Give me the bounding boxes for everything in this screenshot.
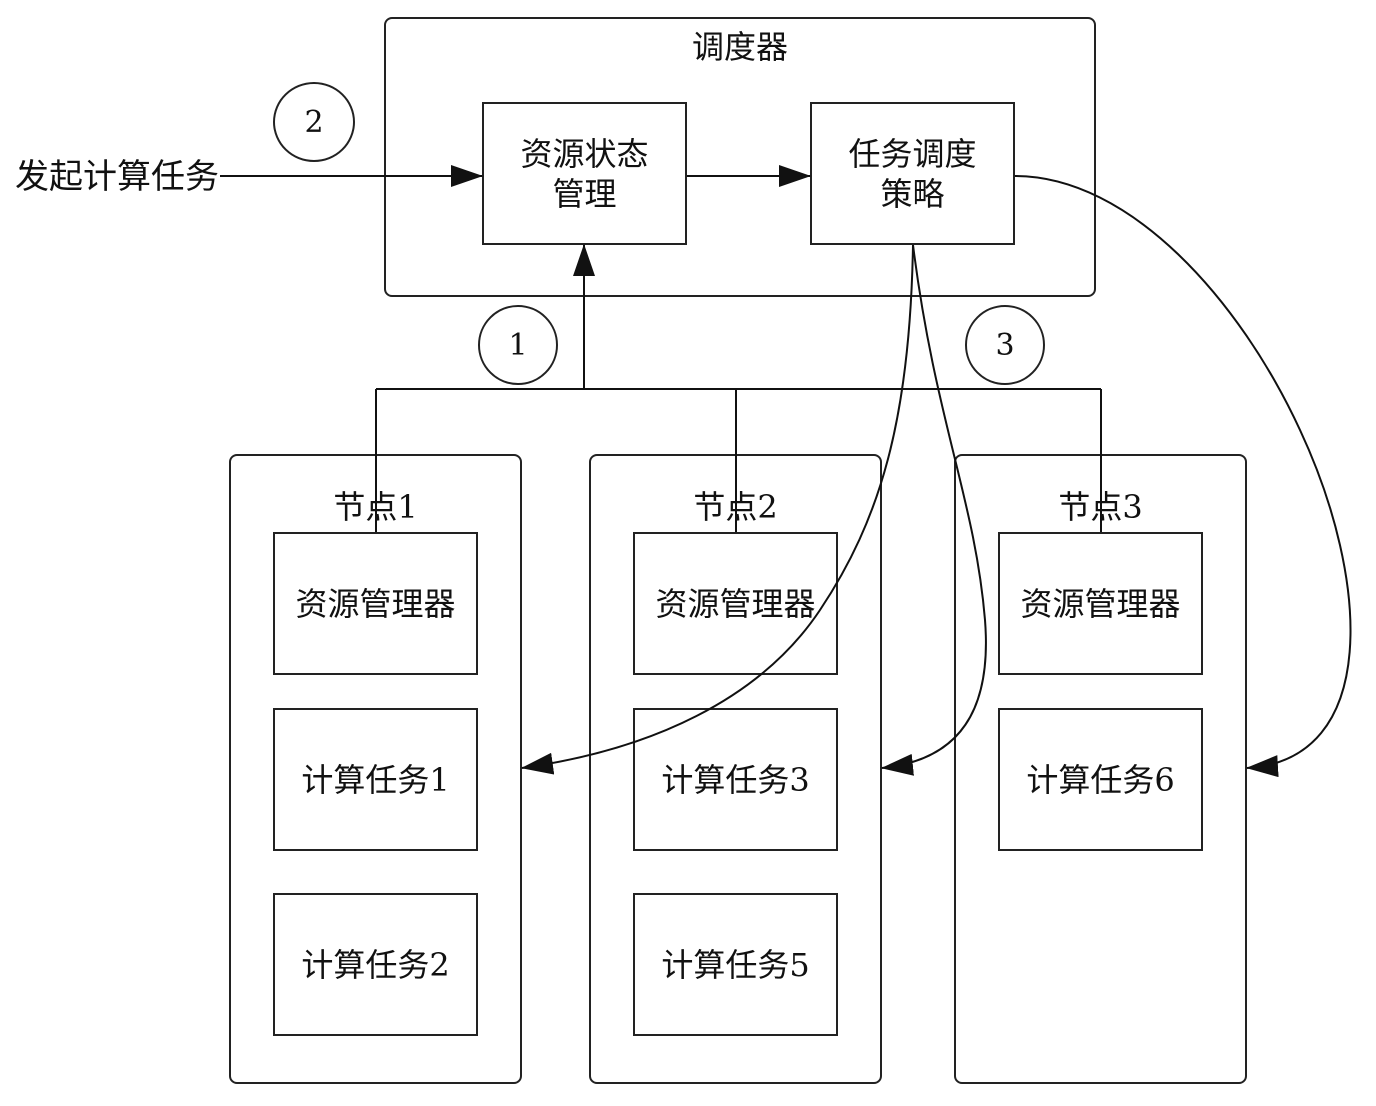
dispatch-curve-node-3 — [1014, 175, 1352, 778]
node-3-resource-manager: 资源管理器 — [998, 532, 1203, 675]
scheduler-container — [384, 17, 1096, 297]
node-2-task-2: 计算任务5 — [633, 893, 838, 1036]
dispatch-curve-node-2 — [881, 244, 987, 776]
dispatch-curve-node-1 — [521, 244, 914, 775]
node-3-task-1: 计算任务6 — [998, 708, 1203, 851]
node-1-resource-manager: 资源管理器 — [273, 532, 478, 675]
input-label: 发起计算任务 — [15, 157, 219, 197]
strategy-box: 任务调度 策略 — [810, 102, 1015, 245]
node-2-resource-manager: 资源管理器 — [633, 532, 838, 675]
node-2-task-1: 计算任务3 — [633, 708, 838, 851]
node-1-task-1: 计算任务1 — [273, 708, 478, 851]
step-marker-1: 1 — [478, 305, 558, 385]
resource-state-box: 资源状态 管理 — [482, 102, 687, 245]
step-marker-3: 3 — [965, 305, 1045, 385]
node-1-task-2: 计算任务2 — [273, 893, 478, 1036]
scheduler-title: 调度器 — [691, 28, 788, 66]
step-marker-2: 2 — [273, 82, 355, 162]
